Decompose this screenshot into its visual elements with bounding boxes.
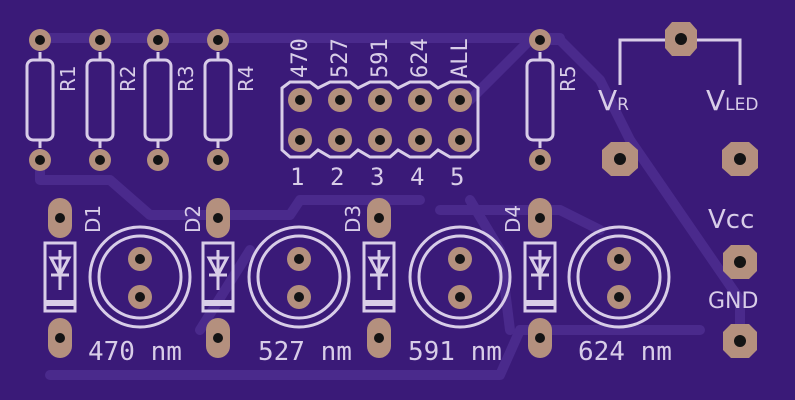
led-wavelength-label: 527 nm	[258, 337, 352, 367]
diode-label: D1	[81, 205, 105, 233]
resistor-label: R5	[556, 65, 580, 92]
vr-label: VR	[598, 84, 629, 117]
resistor-label: R1	[56, 65, 80, 92]
header-bottom-label: 5	[450, 163, 464, 191]
diode-d4: D4	[501, 198, 557, 358]
resistor-r1: R1	[25, 29, 80, 171]
probe-connector: VR VLED	[598, 22, 758, 176]
vcc-label: Vcc	[708, 205, 754, 235]
header-bottom-label: 1	[290, 163, 304, 191]
led-wavelength-label: 624 nm	[578, 337, 672, 367]
header-top-label: 624	[408, 38, 433, 78]
gnd-label: GND	[708, 289, 758, 314]
vled-label: VLED	[706, 84, 758, 117]
led-527: 527 nm	[247, 225, 352, 367]
led-591: 591 nm	[408, 225, 512, 367]
diode-d3: D3	[341, 198, 396, 358]
led-470: 470 nm	[88, 225, 192, 367]
resistor-r4: R4	[203, 29, 258, 171]
resistor-label: R4	[234, 65, 258, 92]
diode-d1: D1	[43, 198, 105, 358]
header-top-label: 527	[328, 38, 353, 78]
vcc-pad: Vcc	[708, 205, 757, 279]
resistor-label: R3	[174, 65, 198, 92]
header-bottom-label: 3	[370, 163, 384, 191]
header-top-label: ALL	[448, 38, 473, 78]
diode-d2: D2	[181, 198, 235, 358]
led-wavelength-label: 591 nm	[408, 337, 502, 367]
diode-label: D2	[181, 205, 205, 233]
resistor-r2: R2	[85, 29, 140, 171]
resistor-r5: R5	[525, 29, 580, 171]
pin-header: 470 527 591 624 ALL 1 2 3 4 5	[280, 38, 480, 191]
gnd-pad: GND	[708, 289, 758, 358]
diode-label: D3	[341, 205, 365, 233]
led-624: 624 nm	[567, 225, 672, 367]
resistor-label: R2	[116, 65, 140, 92]
resistor-r3: R3	[143, 29, 198, 171]
header-pins	[288, 88, 472, 152]
diode-label: D4	[501, 205, 525, 233]
header-top-label: 591	[368, 38, 393, 78]
header-top-label: 470	[288, 38, 313, 78]
led-wavelength-label: 470 nm	[88, 337, 182, 367]
header-bottom-label: 4	[410, 163, 424, 191]
header-bottom-label: 2	[330, 163, 344, 191]
